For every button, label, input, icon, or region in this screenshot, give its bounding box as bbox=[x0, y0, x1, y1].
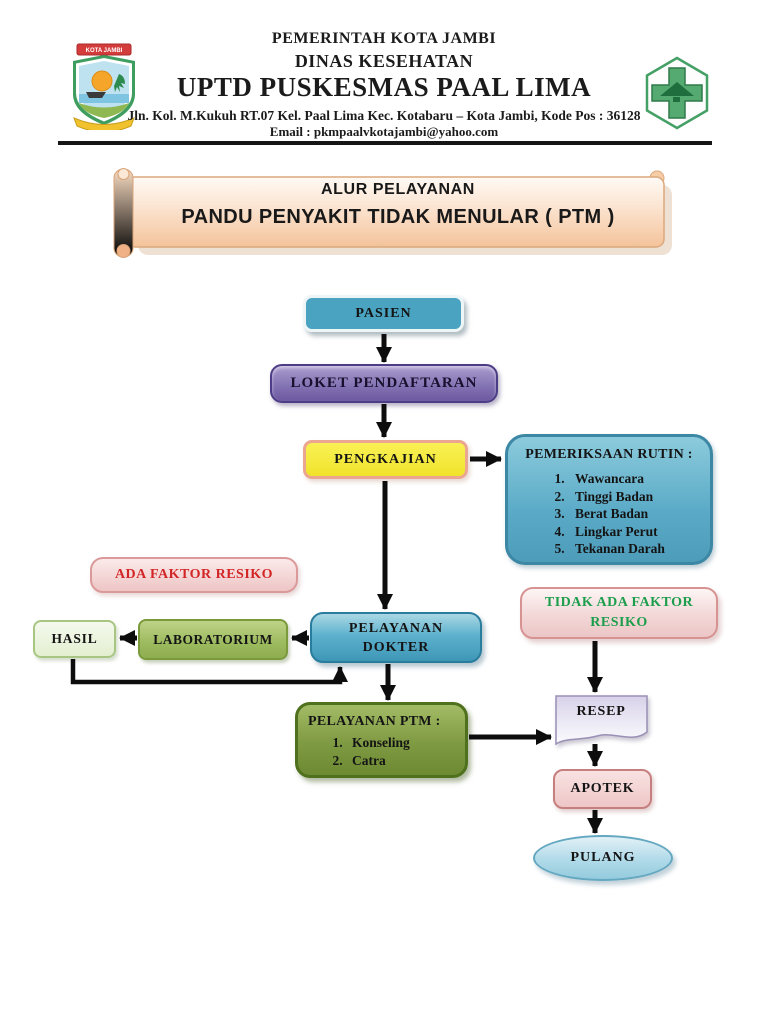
pengkajian-label: PENGKAJIAN bbox=[334, 451, 437, 467]
crest-banner-text: KOTA JAMBI bbox=[86, 48, 123, 54]
flow-node-pulang: PULANG bbox=[533, 835, 673, 881]
banner-subtitle: PANDU PENYAKIT TIDAK MENULAR ( PTM ) bbox=[181, 206, 615, 228]
dokter-label-line1: PELAYANAN bbox=[348, 620, 444, 636]
puskesmas-cross-logo bbox=[640, 56, 714, 135]
title-banner-scroll: ALUR PELAYANAN PANDU PENYAKIT TIDAK MENU… bbox=[112, 165, 672, 261]
tidak-ada-label-line2: RESIKO bbox=[590, 615, 648, 630]
letterhead-facility-name: UPTD PUSKESMAS PAAL LIMA bbox=[176, 72, 592, 102]
ptm-item: Catra bbox=[346, 752, 461, 770]
letterhead-government: PEMERINTAH KOTA JAMBI bbox=[271, 30, 497, 47]
flow-node-pelayanan-dokter: PELAYANAN DOKTER bbox=[310, 612, 482, 663]
ptm-title: PELAYANAN PTM : bbox=[308, 714, 441, 729]
flow-node-hasil: HASIL bbox=[33, 620, 116, 658]
letterhead-divider-rule bbox=[58, 141, 712, 145]
ada-faktor-label: ADA FAKTOR RESIKO bbox=[114, 567, 274, 582]
flow-node-tidak-ada-faktor-resiko: TIDAK ADA FAKTOR RESIKO bbox=[520, 587, 718, 639]
pemeriksaan-item: Tinggi Badan bbox=[568, 488, 704, 506]
pemeriksaan-item: Berat Badan bbox=[568, 505, 704, 523]
laboratorium-label: LABORATORIUM bbox=[153, 631, 273, 647]
apotek-label: APOTEK bbox=[570, 781, 635, 796]
pemeriksaan-item: Lingkar Perut bbox=[568, 523, 704, 541]
flow-node-laboratorium: LABORATORIUM bbox=[138, 619, 288, 660]
pemeriksaan-item: Tekanan Darah bbox=[568, 540, 704, 558]
loket-label: LOKET PENDAFTARAN bbox=[290, 375, 478, 391]
dokter-label-line2: DOKTER bbox=[362, 639, 430, 655]
pemeriksaan-title: PEMERIKSAAN RUTIN : bbox=[525, 447, 693, 462]
pemeriksaan-list: Wawancara Tinggi Badan Berat Badan Lingk… bbox=[514, 470, 704, 558]
ptm-list: Konseling Catra bbox=[308, 734, 461, 770]
kota-jambi-crest-logo: KOTA JAMBI bbox=[62, 42, 146, 135]
resep-label: RESEP bbox=[576, 704, 626, 719]
letterhead-department: DINAS KESEHATAN bbox=[294, 51, 474, 71]
ptm-item: Konseling bbox=[346, 734, 461, 752]
arrow-hasil-to-dokter-elbow bbox=[70, 659, 348, 685]
tidak-ada-label-line1: TIDAK ADA FAKTOR bbox=[544, 595, 694, 610]
flow-node-resep: RESEP bbox=[554, 694, 650, 748]
flow-node-loket-pendaftaran: LOKET PENDAFTARAN bbox=[270, 364, 498, 403]
flow-node-pemeriksaan-rutin: PEMERIKSAAN RUTIN : Wawancara Tinggi Bad… bbox=[505, 434, 713, 565]
pulang-label: PULANG bbox=[570, 850, 636, 865]
flow-node-apotek: APOTEK bbox=[553, 769, 652, 809]
flow-node-pelayanan-ptm: PELAYANAN PTM : Konseling Catra bbox=[295, 702, 468, 778]
document-shape bbox=[555, 695, 648, 746]
letterhead-email: Email : pkmpaalvkotajambi@yahoo.com bbox=[269, 124, 499, 139]
pemeriksaan-item: Wawancara bbox=[568, 470, 704, 488]
flow-node-ada-faktor-resiko: ADA FAKTOR RESIKO bbox=[90, 557, 298, 593]
banner-title: ALUR PELAYANAN bbox=[321, 181, 475, 198]
pasien-label: PASIEN bbox=[355, 305, 412, 321]
flow-node-pasien: PASIEN bbox=[303, 295, 464, 332]
hasil-label: HASIL bbox=[51, 631, 98, 646]
letterhead-address: Jln. Kol. M.Kukuh RT.07 Kel. Paal Lima K… bbox=[127, 108, 641, 123]
scroll-shape bbox=[113, 168, 672, 258]
flow-node-pengkajian: PENGKAJIAN bbox=[303, 440, 468, 479]
